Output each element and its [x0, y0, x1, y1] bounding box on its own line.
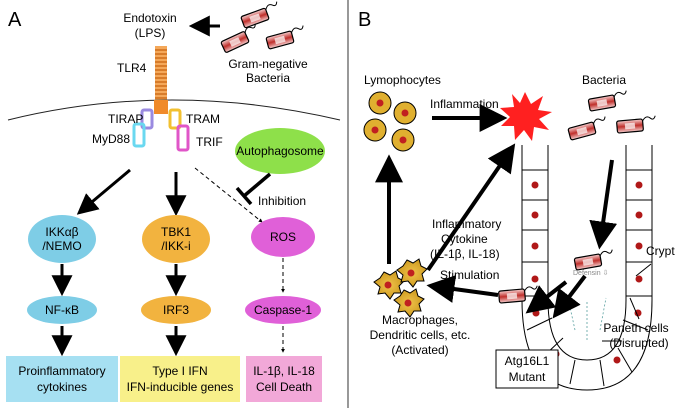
gram-negative-bacteria-icon: [219, 0, 308, 54]
nfkb-node: [27, 296, 97, 324]
cell-death-label: Cell Death: [256, 380, 312, 394]
dendritic-label: Dendritic cells, etc.: [370, 328, 471, 342]
cell-death-output-box: [246, 356, 322, 402]
lymphocyte-cells: [363, 91, 417, 152]
autophagosome-label: Autophagosome: [236, 144, 324, 158]
bacteria-translocation-arrow: [525, 280, 568, 314]
cell-membrane: [7, 99, 341, 121]
atg16l1-mutant-box: [495, 349, 559, 389]
mutant-label: Mutant: [509, 370, 546, 384]
tbk1-label: TBK1: [161, 225, 191, 239]
cytokine-line3-label: (IL-1β, IL-18): [430, 247, 500, 261]
panel-a-label: A: [8, 9, 22, 31]
endotoxin-label: Endotoxin: [123, 11, 176, 25]
lymphocytes-label: Lymophocytes: [364, 73, 441, 87]
proinflammatory-label: Proinflammatory: [18, 364, 105, 378]
ikki-label: /IKK-i: [161, 239, 190, 253]
proinflammatory-output-box: [6, 356, 118, 402]
tram-adaptor: [168, 108, 182, 130]
tlr4-label: TLR4: [117, 61, 147, 75]
il1b-il18-label: IL-1β, IL-18: [253, 364, 315, 378]
tram-label: TRAM: [186, 112, 220, 126]
macrophages-label: Macrophages,: [382, 313, 458, 327]
inhibition-bar: [235, 186, 253, 206]
tirap-label: TIRAP: [108, 112, 143, 126]
crypt-invasion-arrow: [552, 274, 587, 319]
tbk1-ikki-node: [142, 215, 210, 263]
autophagosome-node: [235, 128, 325, 174]
type1-ifn-label: Type I IFN: [152, 364, 207, 378]
cytokine-line1-label: Inflammatory: [432, 217, 501, 231]
trif-label: TRIF: [196, 135, 223, 149]
atg16l1-label: Atg16L1: [505, 354, 550, 368]
inhibition-label: Inhibition: [258, 194, 306, 208]
tirap-adaptor: [140, 108, 154, 130]
crypt-label: Crypt: [646, 244, 675, 258]
ikk-nemo-node: [28, 215, 96, 263]
stimulation-arrow: [426, 275, 499, 303]
irf3-node: [141, 296, 211, 324]
disrupted-label: (Disrupted): [609, 336, 668, 350]
macrophage-cells: [373, 258, 428, 318]
trif-adaptor: [176, 124, 190, 152]
panel-b-label: B: [358, 9, 371, 31]
defensin-label: Defensin ⇩: [573, 269, 608, 277]
intestinal-crypt: [521, 145, 653, 391]
ifn-genes-label: IFN-inducible genes: [127, 380, 234, 394]
lps-label: (LPS): [135, 26, 166, 40]
bacteria-to-crypt-arrow: [589, 159, 618, 250]
inflammation-label: Inflammation: [430, 97, 499, 111]
ikk-label: IKKαβ: [45, 225, 78, 239]
bacteria-label: Bacteria: [246, 71, 290, 85]
paneth-cells-label: Paneth cells: [603, 321, 668, 335]
translocated-bacteria-icon: [497, 285, 540, 304]
irf3-label: IRF3: [163, 303, 189, 317]
ros-node: [251, 217, 315, 257]
arrow-to-ros: [194, 167, 263, 223]
stimulation-label: Stimulation: [440, 268, 499, 282]
defensin-dashes: [567, 297, 607, 340]
caspase1-node: [245, 296, 321, 324]
myd88-adaptor: [132, 122, 146, 148]
bacteria-b-label: Bacteria: [582, 73, 626, 87]
type1-ifn-output-box: [120, 356, 240, 402]
tlr4-receptor: [155, 46, 167, 106]
inhibition-line: [242, 172, 272, 198]
nemo-label: /NEMO: [42, 239, 81, 253]
caspase1-label: Caspase-1: [254, 303, 312, 317]
crypt-bacteria-icon: [573, 249, 616, 271]
arrow-to-ikk: [76, 168, 131, 215]
myd88-label: MyD88: [92, 132, 130, 146]
activated-label: (Activated): [391, 343, 448, 357]
cytokine-to-inflammation-arrow: [426, 143, 516, 272]
paneth-pointer-1: [629, 297, 640, 320]
crypt-pointer: [635, 263, 652, 277]
bacteria-b-icon: [566, 90, 658, 141]
nfkb-label: NF-κB: [45, 303, 79, 317]
ros-label: ROS: [270, 230, 296, 244]
cytokines-label: cytokines: [37, 380, 87, 394]
gram-negative-label: Gram-negative: [228, 57, 308, 71]
inflammation-burst-icon: [500, 92, 552, 141]
tlr4-tir-domain: [154, 100, 168, 114]
